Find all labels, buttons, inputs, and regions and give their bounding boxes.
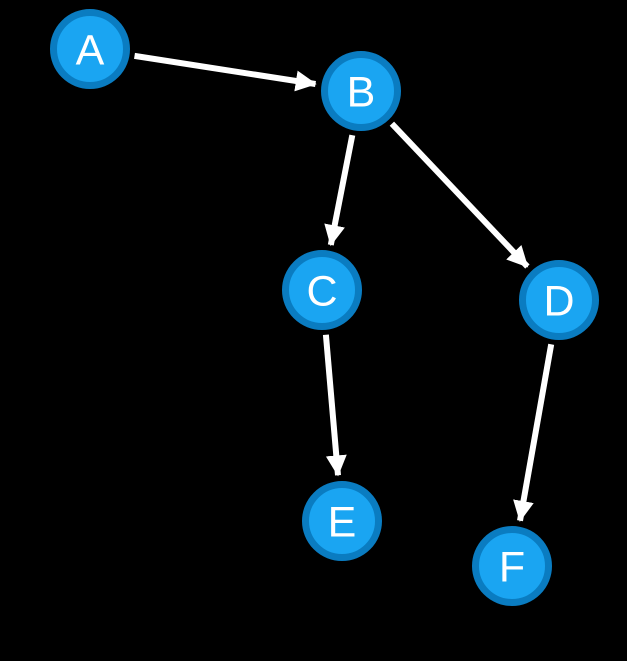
node-c[interactable]: C (282, 250, 362, 330)
edge-c-to-e (322, 334, 347, 477)
node-circle-e[interactable] (302, 481, 382, 561)
node-circle-b[interactable] (321, 51, 401, 131)
node-f[interactable]: F (472, 526, 552, 606)
node-a[interactable]: A (50, 9, 130, 89)
edge-b-to-c (324, 134, 356, 247)
nodes-layer: A B C D E F (50, 9, 599, 606)
node-e[interactable]: E (302, 481, 382, 561)
edge-d-to-f (513, 343, 555, 522)
edge-b-to-d (389, 121, 530, 269)
edge-a-to-b (134, 52, 317, 92)
edges-layer (134, 52, 555, 522)
node-circle-c[interactable] (282, 250, 362, 330)
node-b[interactable]: B (321, 51, 401, 131)
node-circle-f[interactable] (472, 526, 552, 606)
node-d[interactable]: D (519, 260, 599, 340)
node-circle-d[interactable] (519, 260, 599, 340)
node-circle-a[interactable] (50, 9, 130, 89)
